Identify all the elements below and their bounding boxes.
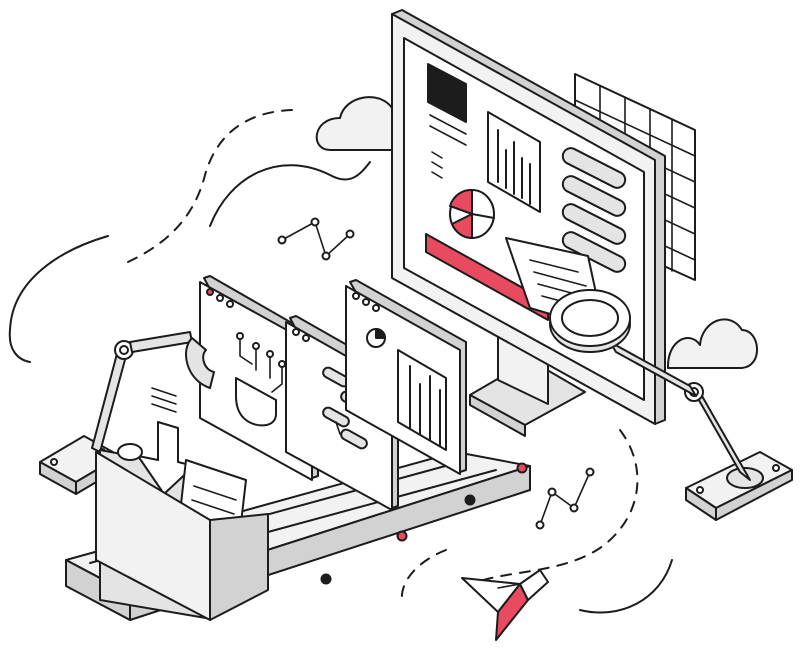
monitor-stand <box>469 329 586 437</box>
download-arrow-icon <box>137 387 195 495</box>
pie-chart-icon <box>449 188 495 239</box>
screen-logo-block <box>427 63 467 123</box>
line-graph-icon-bottom <box>535 467 595 530</box>
cloud-icon-right <box>667 318 758 369</box>
robotic-arm-right <box>609 341 793 521</box>
decorative-dashed-path-right <box>400 429 673 614</box>
pie-chart-icon-small <box>366 328 386 348</box>
window-card-charts <box>345 279 467 475</box>
progress-bar-red <box>425 233 549 321</box>
bar-chart-icon <box>487 111 541 213</box>
toggle-list <box>561 147 627 273</box>
cloud-icon-left <box>315 96 393 151</box>
bar-chart-icon-small <box>397 349 447 451</box>
magnifier-icon <box>549 289 631 353</box>
circuit-icon <box>235 332 286 427</box>
bird-logo-icon <box>461 569 549 641</box>
decorative-dashed-path-left <box>8 109 371 363</box>
line-graph-icon-top <box>277 217 355 261</box>
folder-icon <box>95 387 269 621</box>
robotic-arm-left <box>39 331 193 495</box>
